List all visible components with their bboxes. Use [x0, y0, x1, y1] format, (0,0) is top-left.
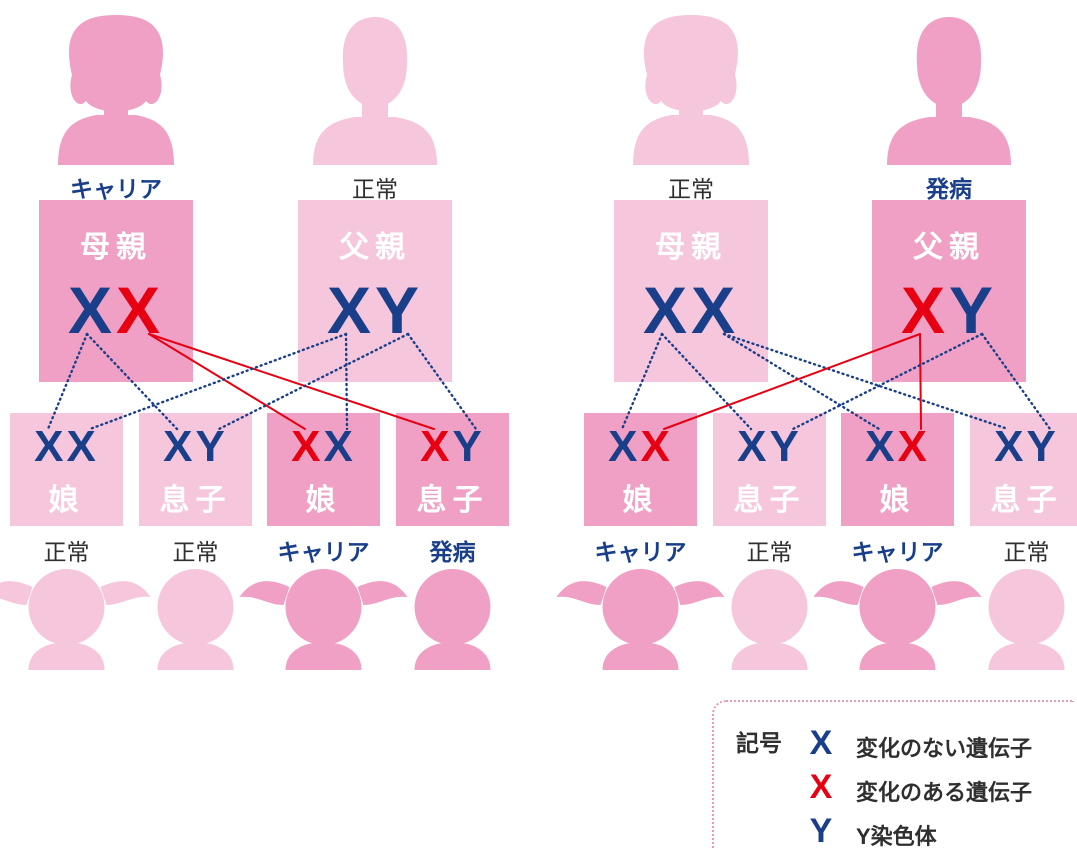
child-status-label: 正常 — [746, 539, 793, 565]
child-genotype: XY — [396, 419, 509, 475]
y-chromosome-gene: Y — [195, 422, 228, 471]
legend-label: Y染色体 — [856, 824, 937, 849]
parent-role-label: 母親 — [80, 231, 152, 264]
man-silhouette-icon — [887, 17, 1011, 165]
girl-silhouette-icon — [0, 569, 151, 670]
parent-genotype: XY — [872, 270, 1026, 350]
son-box: XY 息子 — [139, 413, 252, 526]
y-chromosome-gene: Y — [452, 422, 485, 471]
father-box: 父親 XY — [872, 200, 1026, 382]
child-role-label: 娘 — [305, 484, 342, 517]
parent-status-label: キャリア — [70, 176, 162, 202]
normal-x-gene: X — [642, 273, 691, 347]
woman-silhouette-icon — [633, 15, 749, 165]
normal-x-gene: X — [691, 273, 740, 347]
legend-label: 変化のある遺伝子 — [856, 780, 1033, 805]
boy-silhouette-icon — [988, 569, 1065, 670]
child-genotype: XY — [713, 419, 826, 475]
child-role-label: 息子 — [159, 484, 232, 517]
child-status-label: キャリア — [277, 539, 370, 565]
father-box: 父親 XY — [298, 200, 452, 382]
parent-genotype: XX — [39, 270, 193, 350]
child-status-label: 正常 — [1003, 539, 1050, 565]
girl-silhouette-icon — [813, 569, 982, 670]
mutated-x-gene: X — [897, 422, 930, 471]
legend-label: 変化のない遺伝子 — [856, 736, 1033, 761]
child-role-label: 息子 — [990, 484, 1063, 517]
child-role-label: 娘 — [622, 484, 659, 517]
parent-status-label: 正常 — [668, 176, 714, 202]
child-role-label: 娘 — [48, 484, 85, 517]
normal-x-gene: X — [608, 422, 641, 471]
child-role-label: 娘 — [879, 484, 916, 517]
girl-silhouette-icon — [556, 569, 725, 670]
normal-x-gene: X — [994, 422, 1027, 471]
child-status-label: キャリア — [851, 539, 944, 565]
normal-x-gene: X — [737, 422, 770, 471]
child-role-label: 息子 — [733, 484, 806, 517]
son-box: XY 息子 — [970, 413, 1077, 526]
child-genotype: XY — [970, 419, 1077, 475]
child-status-label: 正常 — [172, 539, 219, 565]
mutated-x-gene: X — [640, 422, 673, 471]
normal-x-gene: X — [323, 422, 356, 471]
boy-silhouette-icon — [414, 569, 491, 670]
child-genotype: XX — [267, 419, 380, 475]
child-status-label: キャリア — [594, 539, 687, 565]
legend-symbol: X — [809, 768, 833, 806]
legend-title: 記号 — [736, 730, 782, 756]
parent-role-label: 父親 — [339, 231, 411, 264]
boy-silhouette-icon — [157, 569, 234, 670]
parent-genotype: XY — [298, 270, 452, 350]
mother-box: 母親 XX — [614, 200, 768, 382]
mutated-x-gene: X — [116, 273, 165, 347]
man-silhouette-icon — [313, 17, 437, 165]
normal-x-gene: X — [67, 273, 116, 347]
child-role-label: 息子 — [416, 484, 489, 517]
mutated-x-gene: X — [900, 273, 949, 347]
child-genotype: XX — [584, 419, 697, 475]
parent-role-label: 母親 — [655, 231, 727, 264]
y-chromosome-gene: Y — [949, 273, 998, 347]
mutated-x-gene: X — [291, 422, 324, 471]
normal-x-gene: X — [163, 422, 196, 471]
child-status-label: 正常 — [43, 539, 90, 565]
girl-silhouette-icon — [239, 569, 408, 670]
child-status-label: 発病 — [429, 539, 476, 565]
child-genotype: XY — [139, 419, 252, 475]
normal-x-gene: X — [66, 422, 99, 471]
parent-role-label: 父親 — [913, 231, 985, 264]
son-box: XY 息子 — [713, 413, 826, 526]
normal-x-gene: X — [865, 422, 898, 471]
parent-status-label: 正常 — [352, 176, 398, 202]
parent-genotype: XX — [614, 270, 768, 350]
woman-silhouette-icon — [58, 15, 174, 165]
legend-symbol: Y — [809, 812, 833, 850]
boy-silhouette-icon — [731, 569, 808, 670]
mutated-x-gene: X — [420, 422, 453, 471]
son-box: XY 息子 — [396, 413, 509, 526]
y-chromosome-gene: Y — [769, 422, 802, 471]
y-chromosome-gene: Y — [375, 273, 424, 347]
mother-box: 母親 XX — [39, 200, 193, 382]
child-genotype: XX — [10, 419, 123, 475]
normal-x-gene: X — [326, 273, 375, 347]
legend: 記号 X 変化のない遺伝子 X 変化のある遺伝子 Y Y染色体 — [712, 700, 1074, 850]
normal-x-gene: X — [34, 422, 67, 471]
child-genotype: XX — [841, 419, 954, 475]
parent-status-label: 発病 — [926, 176, 972, 202]
y-chromosome-gene: Y — [1026, 422, 1059, 471]
legend-symbol: X — [809, 724, 833, 762]
